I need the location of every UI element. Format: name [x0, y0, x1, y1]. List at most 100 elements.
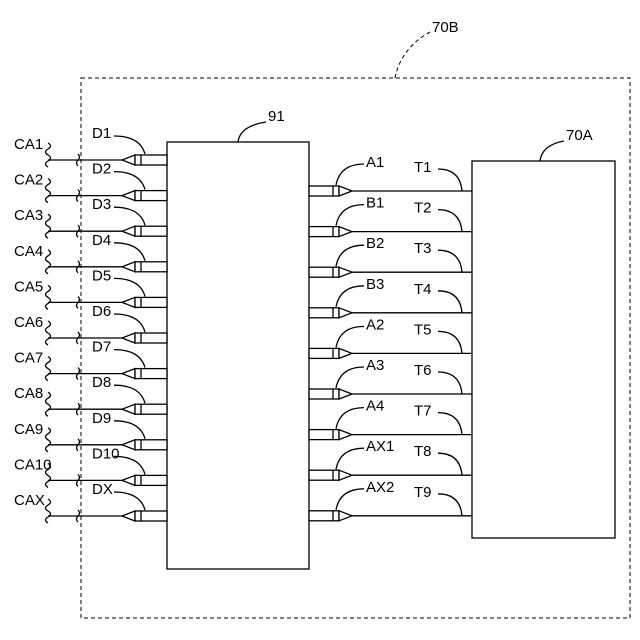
- cable-label: CA2: [14, 172, 43, 189]
- connector-label: D8: [92, 374, 111, 391]
- terminal-leader: [438, 250, 462, 272]
- connector-body: [135, 475, 167, 485]
- terminal-label: T1: [414, 159, 432, 176]
- connector-body: [135, 404, 167, 414]
- terminal-label: T3: [414, 240, 432, 257]
- connector-leader: [336, 245, 364, 266]
- cable-label: CA5: [14, 278, 43, 295]
- connector-label: D4: [92, 232, 111, 249]
- left-cable-group: CA1D1CA2D2CA3D3CA4D4CA5D5CA6D6CA7D7CA8D8…: [14, 125, 167, 523]
- terminal-leader: [438, 210, 462, 232]
- connector-leader: [114, 314, 145, 332]
- right-row: AX1T8: [309, 438, 472, 480]
- connector-leader: [114, 278, 145, 296]
- connector-tip: [339, 389, 352, 399]
- terminal-label: T2: [414, 200, 432, 217]
- right-row: A3 T6: [309, 357, 472, 399]
- connector-body: [309, 267, 339, 277]
- cable-label: CA7: [14, 350, 43, 367]
- connector-tip: [122, 226, 135, 236]
- connector-leader: [336, 205, 364, 226]
- connector-label: D10: [92, 445, 120, 462]
- connector-leader: [114, 385, 145, 403]
- terminal-leader: [438, 453, 462, 475]
- terminal-leader: [438, 169, 462, 191]
- device-block-70a: [472, 161, 615, 538]
- connector-body: [309, 186, 339, 196]
- connector-leader: [114, 421, 145, 439]
- cable-leader: [46, 143, 51, 167]
- connector-tip: [339, 348, 352, 358]
- connector-label: D6: [92, 303, 111, 320]
- left-row: CA2 D2: [14, 161, 167, 203]
- cable-label: CA9: [14, 421, 43, 438]
- cable-leader: [46, 428, 51, 452]
- left-row: CA7D7: [14, 339, 167, 381]
- connector-body: [135, 369, 167, 379]
- connector-tip: [122, 404, 135, 414]
- central-block-91: [167, 142, 309, 569]
- cable-leader: [46, 214, 51, 238]
- cable-label: CA4: [14, 243, 43, 260]
- connector-body: [135, 262, 167, 272]
- connector-tip: [339, 227, 352, 237]
- connector-leader: [336, 408, 364, 429]
- connector-tip: [122, 155, 135, 165]
- connector-label: A4: [366, 398, 384, 415]
- connector-label: A3: [366, 357, 384, 374]
- connector-tip: [339, 186, 352, 196]
- connector-label: D3: [92, 196, 111, 213]
- connector-label: DX: [92, 481, 113, 498]
- connector-body: [135, 191, 167, 201]
- terminal-leader: [438, 372, 462, 394]
- cable-label: CA1: [14, 136, 43, 153]
- right-row: A2T5: [309, 316, 472, 358]
- connector-tip: [122, 191, 135, 201]
- connector-body: [309, 389, 339, 399]
- connector-body: [135, 297, 167, 307]
- connector-label: D1: [92, 125, 111, 142]
- connector-leader: [114, 136, 145, 154]
- connector-body: [309, 227, 339, 237]
- connector-tip: [339, 511, 352, 521]
- connector-label: AX2: [366, 479, 394, 496]
- connector-leader: [114, 243, 145, 261]
- connector-label: D2: [92, 161, 111, 178]
- connector-tip: [339, 470, 352, 480]
- connector-body: [309, 308, 339, 318]
- terminal-label: T6: [414, 362, 432, 379]
- enclosure-70b-label: 70B: [432, 19, 459, 36]
- left-row: CA9D9: [14, 410, 167, 452]
- cable-label: CA6: [14, 314, 43, 331]
- connector-label: B1: [366, 195, 384, 212]
- connector-body: [309, 470, 339, 480]
- connector-body: [309, 348, 339, 358]
- cable-leader: [46, 179, 51, 203]
- connector-tip: [122, 511, 135, 521]
- connector-label: A1: [366, 154, 384, 171]
- enclosure-70b-leader: [395, 32, 430, 78]
- connector-body: [309, 430, 339, 440]
- connector-leader: [336, 489, 364, 510]
- connector-body: [135, 155, 167, 165]
- cable-label: CA8: [14, 385, 43, 402]
- right-row: AX2T9: [309, 479, 472, 521]
- central-block-leader: [238, 122, 266, 142]
- connector-label: A2: [366, 316, 384, 333]
- terminal-leader: [438, 413, 462, 435]
- connector-leader: [114, 492, 145, 510]
- connector-leader: [336, 326, 364, 347]
- cable-leader: [46, 250, 51, 274]
- connector-body: [135, 511, 167, 521]
- left-row: CA1 D1: [14, 125, 167, 167]
- connector-leader: [336, 286, 364, 307]
- connector-body: [135, 333, 167, 343]
- connector-leader: [336, 448, 364, 469]
- connector-leader: [114, 172, 145, 190]
- right-row: B2T3: [309, 235, 472, 277]
- cable-leader: [46, 499, 51, 523]
- connector-label: D5: [92, 267, 111, 284]
- device-block-label: 70A: [566, 127, 593, 144]
- terminal-label: T7: [414, 403, 432, 420]
- right-row: A1 T1: [309, 154, 472, 196]
